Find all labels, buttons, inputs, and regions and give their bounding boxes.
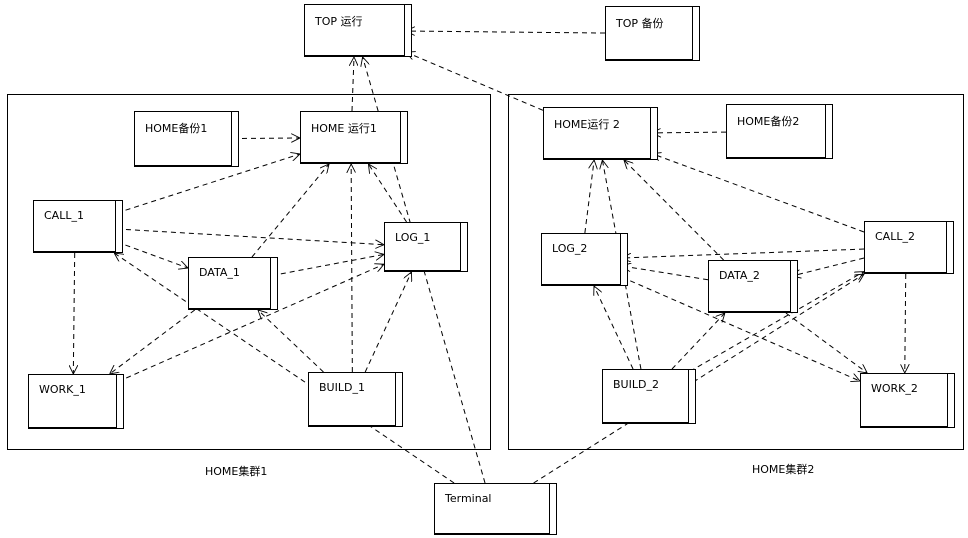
edge-work_1-to-log_1 [117, 264, 384, 383]
node-label: CALL_2 [875, 230, 915, 243]
edge-call_1-to-work_1 [73, 252, 74, 374]
node-terminal[interactable]: Terminal [434, 483, 557, 535]
edge-data_1-to-home_run1 [251, 164, 329, 258]
node-label: HOME 运行1 [311, 122, 377, 135]
node-data-2[interactable]: DATA_2 [708, 260, 798, 313]
node-home-backup-1[interactable]: HOME备份1 [134, 111, 239, 167]
edge-build_1-to-home_run1 [351, 164, 352, 373]
node-label: WORK_1 [39, 383, 86, 396]
edge-build_2-to-log_2 [594, 286, 634, 370]
edge-build_2-to-data_2 [671, 313, 725, 370]
node-log-2[interactable]: LOG_2 [541, 233, 628, 286]
node-label: CALL_1 [44, 209, 84, 222]
cluster-label-home-2: HOME集群2 [752, 463, 815, 476]
node-label: DATA_1 [199, 266, 240, 279]
edge-call_2-to-data_2 [792, 257, 865, 276]
edge-call_2-to-work_2 [905, 273, 906, 373]
node-label: HOME备份1 [145, 122, 208, 135]
edge-terminal-to-call_2 [533, 274, 864, 484]
edge-build_1-to-data_1 [258, 310, 324, 373]
edge-home_run1-to-top_run [352, 57, 354, 112]
cluster-home-2 [508, 94, 964, 450]
node-label: Terminal [445, 492, 492, 505]
edge-call_2-to-home_run2 [652, 154, 865, 233]
edge-call_1-to-data_1 [116, 241, 188, 268]
node-call-2[interactable]: CALL_2 [864, 221, 954, 274]
node-build-1[interactable]: BUILD_1 [308, 372, 403, 427]
edge-build_1-to-log_1 [364, 272, 411, 373]
edge-data_2-to-log_2 [622, 266, 709, 281]
node-label: BUILD_1 [319, 381, 365, 394]
edge-home_bak2-to-home_run2 [652, 132, 727, 133]
node-label: BUILD_2 [613, 378, 659, 391]
node-top-run[interactable]: TOP 运行 [304, 4, 412, 57]
edge-data_2-to-work_2 [785, 312, 867, 373]
node-work-1[interactable]: WORK_1 [28, 374, 124, 429]
node-work-2[interactable]: WORK_2 [860, 373, 955, 428]
edge-build_2-to-call_2 [689, 272, 864, 372]
cluster-home-1 [7, 94, 491, 450]
cluster-label-home-1: HOME集群1 [205, 465, 268, 478]
node-log-1[interactable]: LOG_1 [384, 222, 468, 272]
node-label: HOME备份2 [737, 115, 800, 128]
edge-data_2-to-home_run2 [624, 160, 724, 261]
node-label: LOG_2 [552, 242, 588, 255]
node-label: LOG_1 [395, 231, 431, 244]
edge-log_2-to-work_2 [621, 276, 860, 381]
node-top-backup[interactable]: TOP 备份 [605, 6, 700, 61]
edge-home_run2-to-top_run [406, 52, 544, 111]
node-data-1[interactable]: DATA_1 [188, 257, 278, 310]
edge-call_2-to-log_2 [622, 248, 865, 258]
node-label: HOME运行 2 [554, 118, 620, 131]
node-label: TOP 备份 [616, 17, 664, 30]
edge-data_1-to-log_1 [271, 254, 384, 277]
node-build-2[interactable]: BUILD_2 [602, 369, 696, 424]
node-home-backup-2[interactable]: HOME备份2 [726, 104, 833, 159]
edge-terminal-to-call_1 [114, 253, 455, 484]
node-call-1[interactable]: CALL_1 [33, 200, 123, 253]
edge-log_1-to-home_run1 [368, 164, 407, 223]
node-home-run-2[interactable]: HOME运行 2 [543, 107, 658, 160]
edge-log_2-to-home_run2 [584, 160, 594, 234]
edge-top_bak-to-top_run [406, 31, 606, 33]
node-label: DATA_2 [719, 269, 760, 282]
node-home-run-1[interactable]: HOME 运行1 [300, 111, 408, 164]
node-label: WORK_2 [871, 382, 918, 395]
node-label: TOP 运行 [315, 15, 363, 28]
edge-home_bak1-to-home_run1 [232, 138, 300, 139]
